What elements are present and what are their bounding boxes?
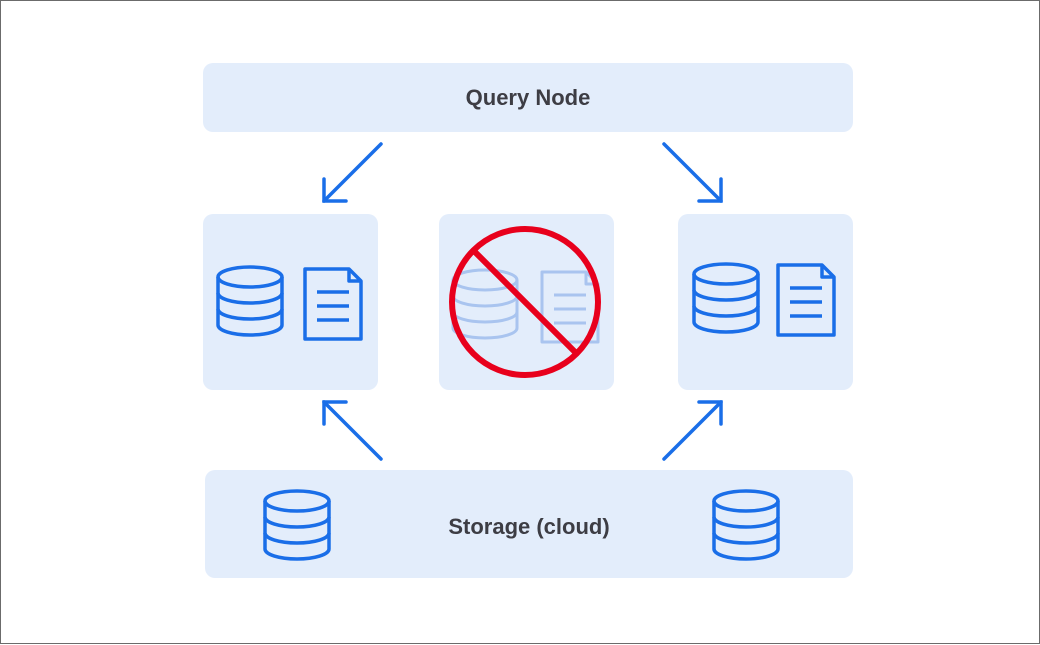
database-icon bbox=[216, 265, 284, 337]
arrow-storage-to-left bbox=[322, 400, 383, 461]
document-icon bbox=[303, 267, 363, 341]
arrow-storage-to-right bbox=[662, 400, 723, 461]
query-node-label: Query Node bbox=[465, 85, 591, 110]
database-icon bbox=[263, 489, 331, 561]
prohibited-icon bbox=[449, 226, 601, 378]
arrow-query-to-right bbox=[662, 142, 723, 203]
arrow-query-to-left bbox=[322, 142, 383, 203]
database-icon bbox=[692, 262, 760, 334]
document-icon bbox=[776, 263, 836, 337]
database-icon bbox=[712, 489, 780, 561]
query-node-box: Query Node bbox=[203, 63, 853, 132]
right-node-box bbox=[678, 214, 853, 390]
storage-label: Storage (cloud) bbox=[448, 514, 610, 539]
